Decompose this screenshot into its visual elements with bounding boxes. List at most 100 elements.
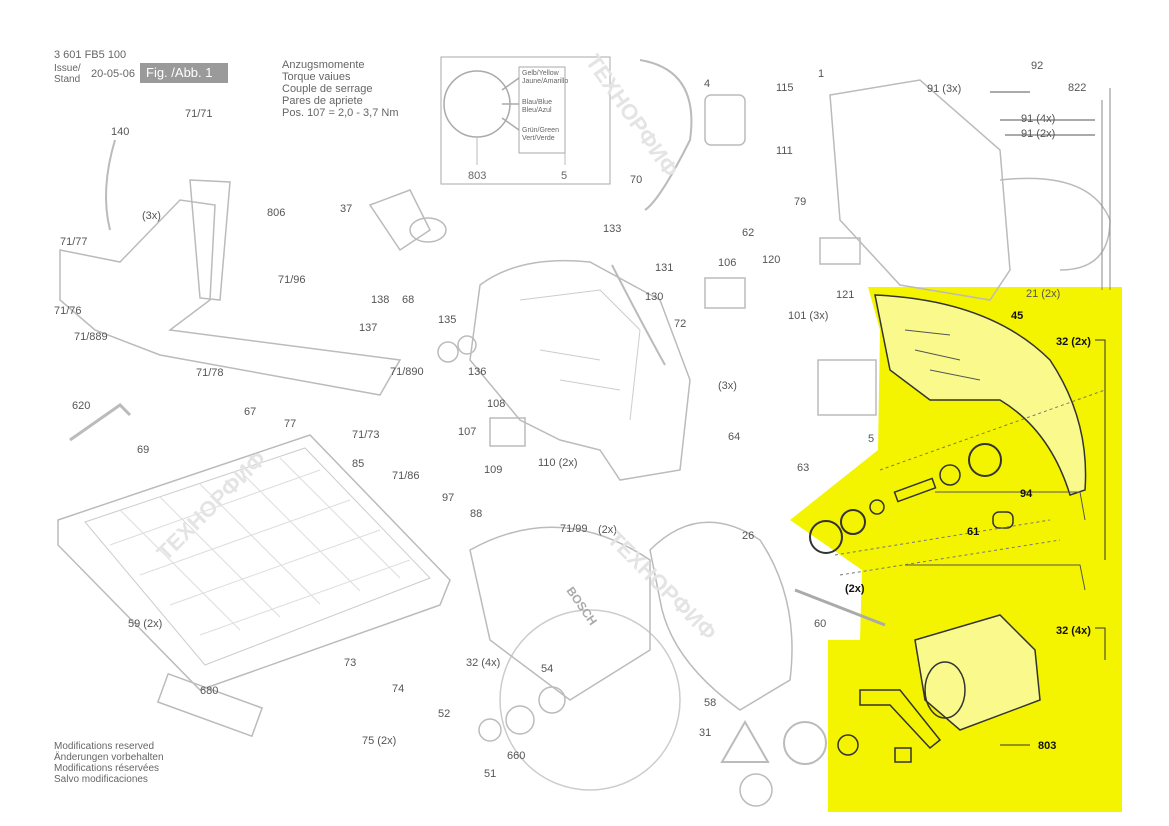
part-label: 88 bbox=[470, 508, 483, 520]
carbon-brush bbox=[894, 747, 912, 763]
part-label: 140 bbox=[111, 126, 130, 138]
wiring-diagram-box bbox=[440, 56, 611, 185]
part-label: 97 bbox=[442, 492, 455, 504]
wire-label-blue: Blau/Blue Bleu/Azul bbox=[522, 99, 552, 114]
dashed-guides bbox=[834, 389, 1106, 576]
part-label: 37 bbox=[340, 203, 353, 215]
wire-label-green: Grün/Green Vert/Verde bbox=[522, 127, 559, 142]
torque-line: Pos. 107 = 2,0 - 3,7 Nm bbox=[282, 107, 399, 119]
leader-lines bbox=[905, 91, 1095, 591]
torque-line: Pares de apriete bbox=[282, 95, 363, 107]
hex-key-620 bbox=[69, 403, 132, 442]
base-plate-ribs bbox=[109, 457, 411, 636]
switch-108 bbox=[489, 417, 526, 447]
torque-line: Torque vaiues bbox=[282, 71, 351, 83]
part-label: 121 bbox=[836, 289, 855, 301]
bearing-135 bbox=[437, 341, 459, 363]
part-label: 120 bbox=[762, 254, 781, 266]
brush-holder bbox=[859, 689, 942, 750]
part-label: 106 bbox=[718, 257, 737, 269]
part-label: 75 (2x) bbox=[362, 735, 397, 747]
torque-line: Couple de serrage bbox=[282, 83, 373, 95]
wiring-lines bbox=[501, 77, 520, 131]
wiring-motor-circle bbox=[443, 70, 511, 138]
part-label: 130 bbox=[645, 291, 664, 303]
part-number: 3 601 FB5 100 bbox=[54, 49, 127, 61]
part-label: 4 bbox=[704, 78, 711, 90]
part-label: 71/96 bbox=[278, 274, 306, 286]
guide-wire-140 bbox=[105, 139, 116, 231]
parallel-guide-rail bbox=[189, 179, 231, 301]
switch-4 bbox=[704, 94, 746, 146]
highlight-bracket bbox=[1000, 339, 1106, 746]
part-label: 69 bbox=[137, 444, 150, 456]
part-label: 68 bbox=[402, 294, 415, 306]
part-label: (2x) bbox=[598, 524, 617, 536]
part-label: 620 bbox=[72, 400, 91, 412]
cable-130 bbox=[611, 264, 666, 366]
nut-51 bbox=[478, 718, 502, 742]
part-label: 137 bbox=[359, 322, 378, 334]
part-label: 822 bbox=[1068, 82, 1087, 94]
part-label: 71/889 bbox=[74, 331, 108, 343]
base-plate bbox=[57, 434, 451, 691]
upper-blade-guard bbox=[874, 294, 1087, 496]
torque-line: Anzugsmomente bbox=[282, 59, 365, 71]
footer-note: Modifications reserved bbox=[54, 741, 155, 752]
part-label: 26 bbox=[742, 530, 755, 542]
bearing-flange bbox=[809, 520, 843, 554]
motor-stator bbox=[914, 614, 1041, 731]
right-bracket bbox=[1101, 88, 1111, 290]
part-label: 58 bbox=[704, 697, 717, 709]
recycle-icon bbox=[739, 773, 773, 807]
part-label: 32 (4x) bbox=[466, 657, 501, 669]
part-label: 79 bbox=[794, 196, 807, 208]
part-106 bbox=[704, 277, 746, 309]
part-label: 110 (2x) bbox=[538, 457, 578, 469]
part-label: 111 bbox=[776, 145, 793, 157]
part-label: 91 (4x) bbox=[1021, 113, 1056, 125]
snap-ring bbox=[939, 464, 961, 486]
part-label: (2x) bbox=[845, 583, 865, 595]
spindle-shaft bbox=[893, 477, 937, 503]
part-label: 32 (4x) bbox=[1056, 625, 1091, 637]
part-label: 109 bbox=[484, 464, 503, 476]
part-121 bbox=[819, 237, 861, 265]
dust-adapter-37 bbox=[368, 189, 447, 252]
part-label: 31 bbox=[699, 727, 712, 739]
read-manual-icon bbox=[783, 721, 827, 765]
gear-wheel bbox=[968, 443, 1002, 477]
wiring-terminal bbox=[518, 66, 566, 154]
part-label: 71/73 bbox=[352, 429, 380, 441]
parallel-guide bbox=[59, 199, 402, 396]
bearing-136 bbox=[457, 335, 477, 355]
motor-armature-end bbox=[924, 661, 966, 719]
part-label: 72 bbox=[674, 318, 687, 330]
figure-label: Fig. /Abb. 1 bbox=[140, 63, 228, 83]
part-label: 91 (3x) bbox=[927, 83, 962, 95]
part-label: 71/99 bbox=[560, 523, 588, 535]
part-label: 60 bbox=[814, 618, 827, 630]
part-label: 51 bbox=[484, 768, 497, 780]
part-label: 92 bbox=[1031, 60, 1044, 72]
handle-grip bbox=[999, 177, 1111, 271]
part-label: 115 bbox=[776, 82, 794, 94]
part-label: (3x) bbox=[718, 380, 737, 392]
motor-housing-detail bbox=[519, 289, 641, 421]
part-680 bbox=[156, 672, 264, 738]
part-label: 660 bbox=[507, 750, 526, 762]
washer-54 bbox=[538, 686, 566, 714]
part-label: 71/71 bbox=[185, 108, 213, 120]
part-label: 59 (2x) bbox=[128, 618, 163, 630]
issue-label: Issue/ Stand bbox=[54, 63, 81, 85]
handle-housing bbox=[829, 79, 1011, 301]
issue-date: 20-05-06 bbox=[91, 68, 136, 80]
part-label: 101 (3x) bbox=[788, 310, 829, 322]
part-label: 67 bbox=[244, 406, 257, 418]
wire-label-yellow: Gelb/Yellow Jaune/Amarillo bbox=[522, 70, 569, 85]
rod-60 bbox=[794, 588, 886, 627]
part-label: 1 bbox=[818, 68, 825, 80]
motor-housing bbox=[469, 259, 691, 481]
part-label: (3x) bbox=[142, 210, 161, 222]
